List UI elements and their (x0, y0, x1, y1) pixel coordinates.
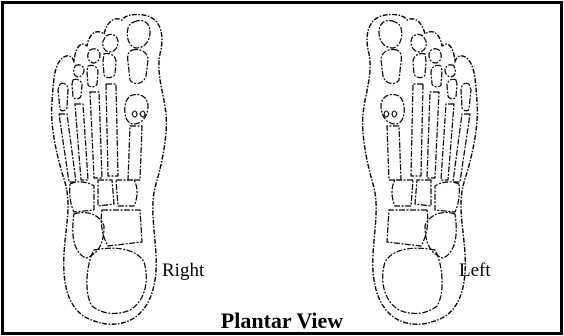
right-foot-diagram (44, 14, 194, 330)
left-foot-label: Left (459, 261, 491, 280)
diagram-caption: Plantar View (0, 310, 564, 332)
right-foot-drawing (52, 14, 167, 324)
left-foot-diagram (335, 14, 485, 330)
right-foot-label: Right (162, 261, 204, 280)
